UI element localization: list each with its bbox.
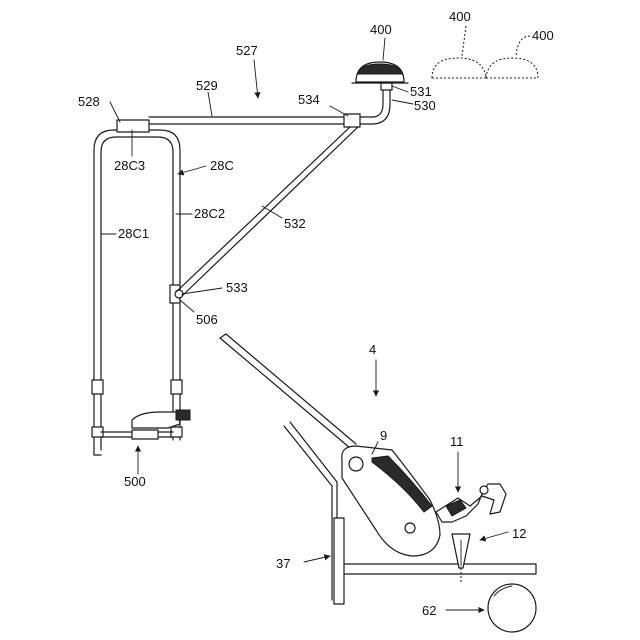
label-527: 527	[236, 43, 258, 58]
dome-dashed-left	[432, 58, 486, 78]
part-11	[436, 484, 506, 522]
lever-long-a	[220, 338, 350, 448]
label-528: 528	[78, 94, 100, 109]
leader-534	[330, 106, 348, 116]
frame-clamp-left	[92, 380, 103, 394]
post-37	[334, 518, 344, 604]
leaders	[101, 26, 530, 610]
leader-527	[254, 60, 258, 98]
leader-12	[480, 532, 508, 540]
label-28c3: 28C3	[114, 158, 145, 173]
label-531: 531	[410, 84, 432, 99]
leader-37	[304, 556, 330, 562]
label-400-dashed-right: 400	[532, 28, 554, 43]
label-532: 532	[284, 216, 306, 231]
post-531	[381, 83, 392, 90]
label-400-solid: 400	[370, 22, 392, 37]
label-12: 12	[512, 526, 526, 541]
body-9-hole	[405, 523, 415, 533]
dome-400-dashed	[432, 58, 538, 78]
frame-inner-tube	[101, 137, 173, 450]
arm-530-bend-outer	[372, 88, 383, 117]
arm-529	[149, 83, 392, 127]
leader-28c	[178, 166, 206, 174]
lever-long-end	[220, 334, 226, 338]
label-533: 533	[226, 280, 248, 295]
dome-400-solid	[352, 62, 408, 83]
leader-531	[392, 86, 408, 92]
leader-400b	[462, 26, 466, 56]
leader-530	[392, 100, 413, 104]
label-28c2: 28C2	[194, 206, 225, 221]
label-529: 529	[196, 78, 218, 93]
label-530: 530	[414, 98, 436, 113]
label-28c1: 28C1	[118, 226, 149, 241]
device-500-body	[132, 412, 180, 428]
label-9: 9	[380, 428, 387, 443]
dome-dashed-right	[486, 58, 538, 78]
leader-400a	[383, 38, 385, 60]
body-9-pivot	[349, 457, 363, 471]
label-506: 506	[196, 312, 218, 327]
frame-clamp-right	[171, 380, 182, 394]
leader-529	[208, 92, 212, 116]
mechanism-4	[220, 334, 536, 632]
ball-62	[488, 584, 536, 632]
label-534: 534	[298, 92, 320, 107]
arm-530-bend-inner	[372, 88, 390, 124]
leader-528	[110, 102, 120, 122]
lever-long-b	[226, 334, 356, 444]
label-500: 500	[124, 474, 146, 489]
label-28c: 28C	[210, 158, 234, 173]
part-11-knob	[480, 486, 488, 494]
device-500-clip	[132, 430, 158, 439]
frame-outer-tube	[94, 130, 180, 455]
label-37: 37	[276, 556, 290, 571]
lever-short-a	[284, 426, 332, 486]
leader-400c	[516, 36, 530, 56]
joint-28c3	[117, 120, 149, 132]
leader-506	[180, 300, 194, 312]
joint-534	[344, 114, 360, 127]
label-11: 11	[450, 434, 464, 449]
label-62: 62	[422, 603, 436, 618]
label-4: 4	[369, 342, 376, 357]
label-400-dashed-left: 400	[449, 9, 471, 24]
device-500-head	[176, 410, 190, 420]
labels: 400 400 400 527 528 529 534 531 530 28C3…	[78, 9, 554, 618]
